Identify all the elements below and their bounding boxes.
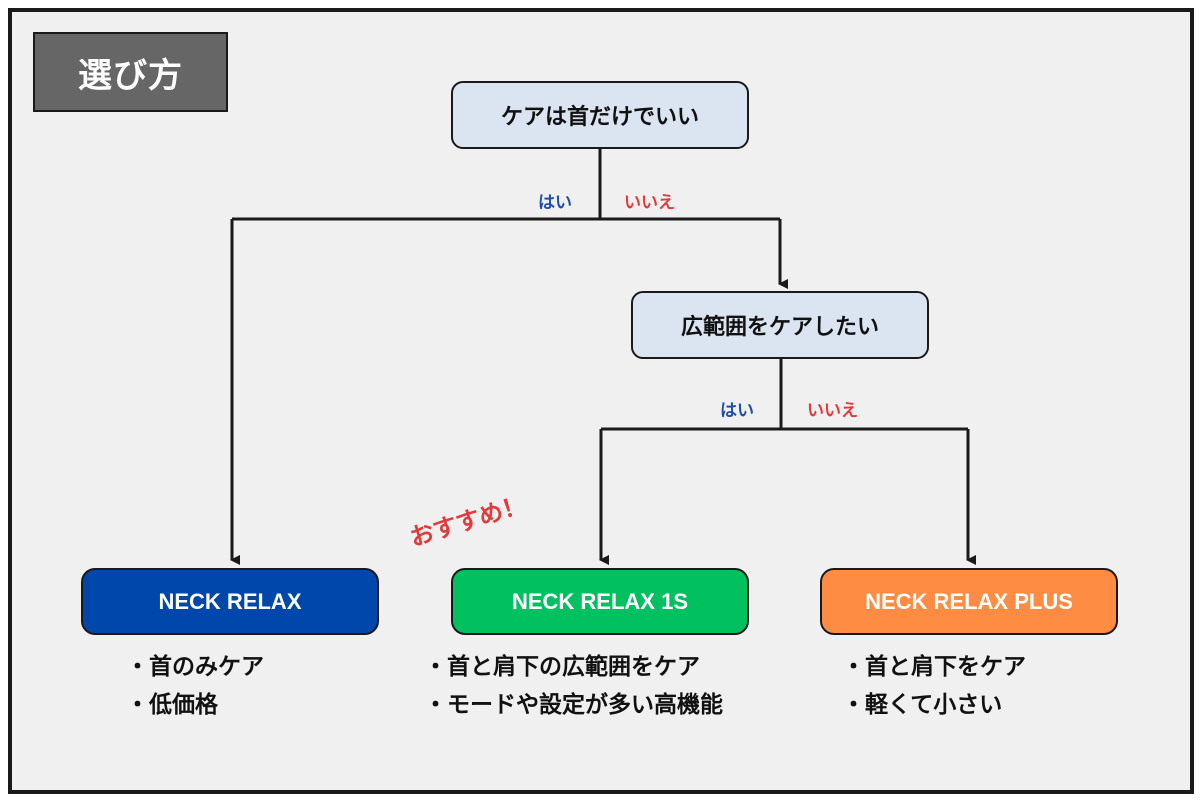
product-box-neck-relax-plus: NECK RELAX PLUS	[820, 568, 1118, 635]
feature-item: ・首と肩下の広範囲をケア	[424, 654, 700, 680]
question-box-q1: ケアは首だけでいい	[451, 81, 749, 149]
features-neck-relax: ・首のみケア ・低価格	[126, 648, 264, 724]
q2-yes-label: はい	[720, 401, 754, 421]
question-box-q2: 広範囲をケアしたい	[631, 291, 929, 359]
title-badge: 選び方	[33, 32, 228, 112]
q1-yes-label: はい	[538, 193, 572, 213]
features-neck-relax-1s: ・首と肩下の広範囲をケア ・モードや設定が多い高機能	[424, 648, 723, 724]
feature-item: ・モードや設定が多い高機能	[424, 692, 723, 718]
q1-no-label: いいえ	[624, 193, 675, 213]
feature-item: ・低価格	[126, 692, 218, 718]
feature-item: ・首と肩下をケア	[842, 654, 1026, 680]
product-box-neck-relax-1s: NECK RELAX 1S	[451, 568, 749, 635]
q2-no-label: いいえ	[807, 401, 858, 421]
feature-item: ・首のみケア	[126, 654, 264, 680]
features-neck-relax-plus: ・首と肩下をケア ・軽くて小さい	[842, 648, 1026, 724]
product-box-neck-relax: NECK RELAX	[81, 568, 379, 635]
feature-item: ・軽くて小さい	[842, 692, 1003, 718]
